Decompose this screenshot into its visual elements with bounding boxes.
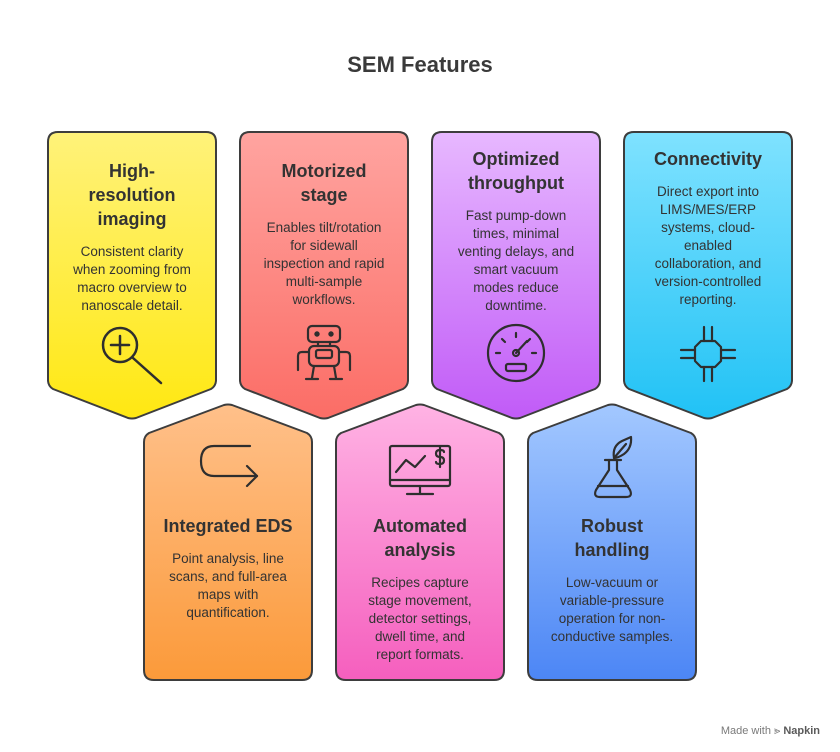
card-high-resolution-imaging: High- resolution imaging Consistent clar… [58,159,206,315]
speedometer-icon [486,323,546,383]
card-motorized-stage: Motorized stage Enables tilt/rotation fo… [250,159,398,309]
card-description: Point analysis, line scans, and full-are… [169,551,287,620]
card-connectivity: Connectivity Direct export into LIMS/MES… [634,147,782,309]
flask-leaf-icon [594,435,633,499]
card-description: Recipes capture stage movement, detector… [368,575,472,662]
card-optimized-throughput: Optimized throughput Fast pump-down time… [442,147,590,315]
card-integrated-eds-shape [143,403,313,681]
card-title: High- resolution imaging [88,161,176,229]
napkin-brand-text: Napkin [783,725,820,737]
napkin-watermark: Made with ⪢ Napkin [721,725,820,738]
monitor-chart-dollar-icon [388,444,452,496]
network-hub-icon [679,325,737,383]
card-automated-analysis-shape [335,403,505,681]
u-turn-arrow-icon [199,444,259,488]
robot-icon [296,324,352,381]
card-description: Consistent clarity when zooming from mac… [73,244,191,313]
card-title: Integrated EDS [163,516,293,536]
card-title: Optimized throughput [468,149,564,193]
card-connectivity-shape [623,131,793,420]
card-title: Motorized stage [281,161,367,205]
card-optimized-throughput-shape [431,131,601,420]
card-title: Connectivity [653,149,763,169]
card-description: Direct export into LIMS/MES/ERP systems,… [654,184,762,307]
card-description: Fast pump-down times, minimal venting de… [457,208,575,313]
card-integrated-eds: Integrated EDS Point analysis, line scan… [154,514,302,622]
card-high-resolution-imaging-shape [47,131,217,420]
card-automated-analysis: Automated analysis Recipes capture stage… [346,514,494,664]
card-title: Automated analysis [373,516,467,560]
card-robust-handling: Robust handling Low-vacuum or variable-p… [538,514,686,646]
page-title: SEM Features [347,52,493,77]
card-motorized-stage-shape [239,131,409,420]
card-description: Low-vacuum or variable-pressure operatio… [550,575,674,644]
card-title: Robust handling [574,516,650,560]
magnifier-plus-icon [101,326,163,385]
made-with-text: Made with [720,725,771,737]
card-robust-handling-shape [527,403,697,681]
card-description: Enables tilt/rotation for sidewall inspe… [263,220,385,307]
napkin-logo-icon: ⪢ [774,725,781,737]
